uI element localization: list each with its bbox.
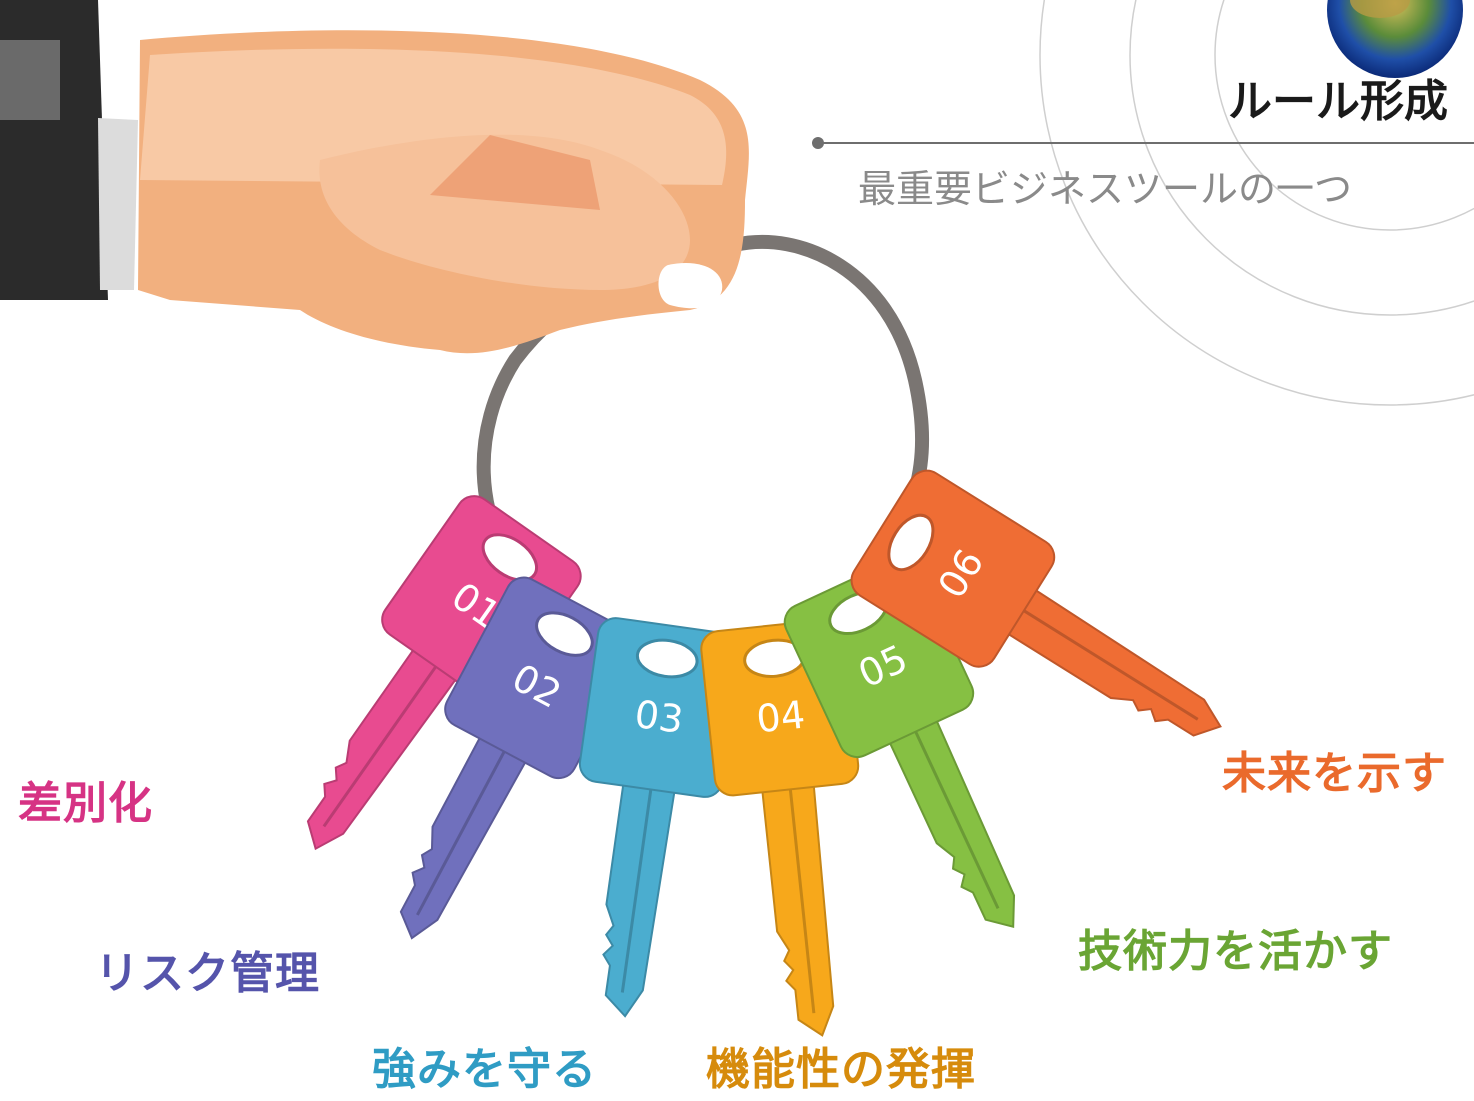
hand-icon <box>0 0 749 354</box>
decor-circles <box>1039 0 1474 406</box>
key-groove <box>788 789 816 1014</box>
key-number: 04 <box>754 693 807 742</box>
key-hole <box>887 513 935 572</box>
key-label-05: 技術力を活かす <box>1078 926 1393 977</box>
key-label-03: 強みを守る <box>372 1044 597 1095</box>
key-groove <box>322 665 437 828</box>
key-groove <box>620 789 653 993</box>
key-hole <box>481 533 538 582</box>
key-label-06: 未来を示す <box>1222 748 1447 799</box>
key-hole <box>635 638 699 679</box>
key-06: 06 <box>850 469 1222 737</box>
key-blade <box>602 764 679 1018</box>
page-subtitle: 最重要ビジネスツールの一つ <box>858 167 1353 211</box>
title-rule <box>812 137 1474 149</box>
globe-icon <box>1327 0 1463 78</box>
key-03: 03 <box>578 617 742 1018</box>
key-number: 03 <box>632 692 686 742</box>
key-blade <box>759 765 835 1037</box>
key-groove <box>416 750 506 916</box>
key-label-04: 機能性の発揮 <box>706 1044 976 1095</box>
key-groove <box>914 731 1000 910</box>
page-title: ルール形成 <box>1228 76 1448 127</box>
key-label-02: リスク管理 <box>95 948 320 999</box>
key-label-01: 差別化 <box>18 778 153 829</box>
key-hole <box>535 611 594 657</box>
key-groove <box>1023 609 1199 721</box>
key-head <box>850 469 1056 668</box>
key-blade <box>880 702 1016 928</box>
